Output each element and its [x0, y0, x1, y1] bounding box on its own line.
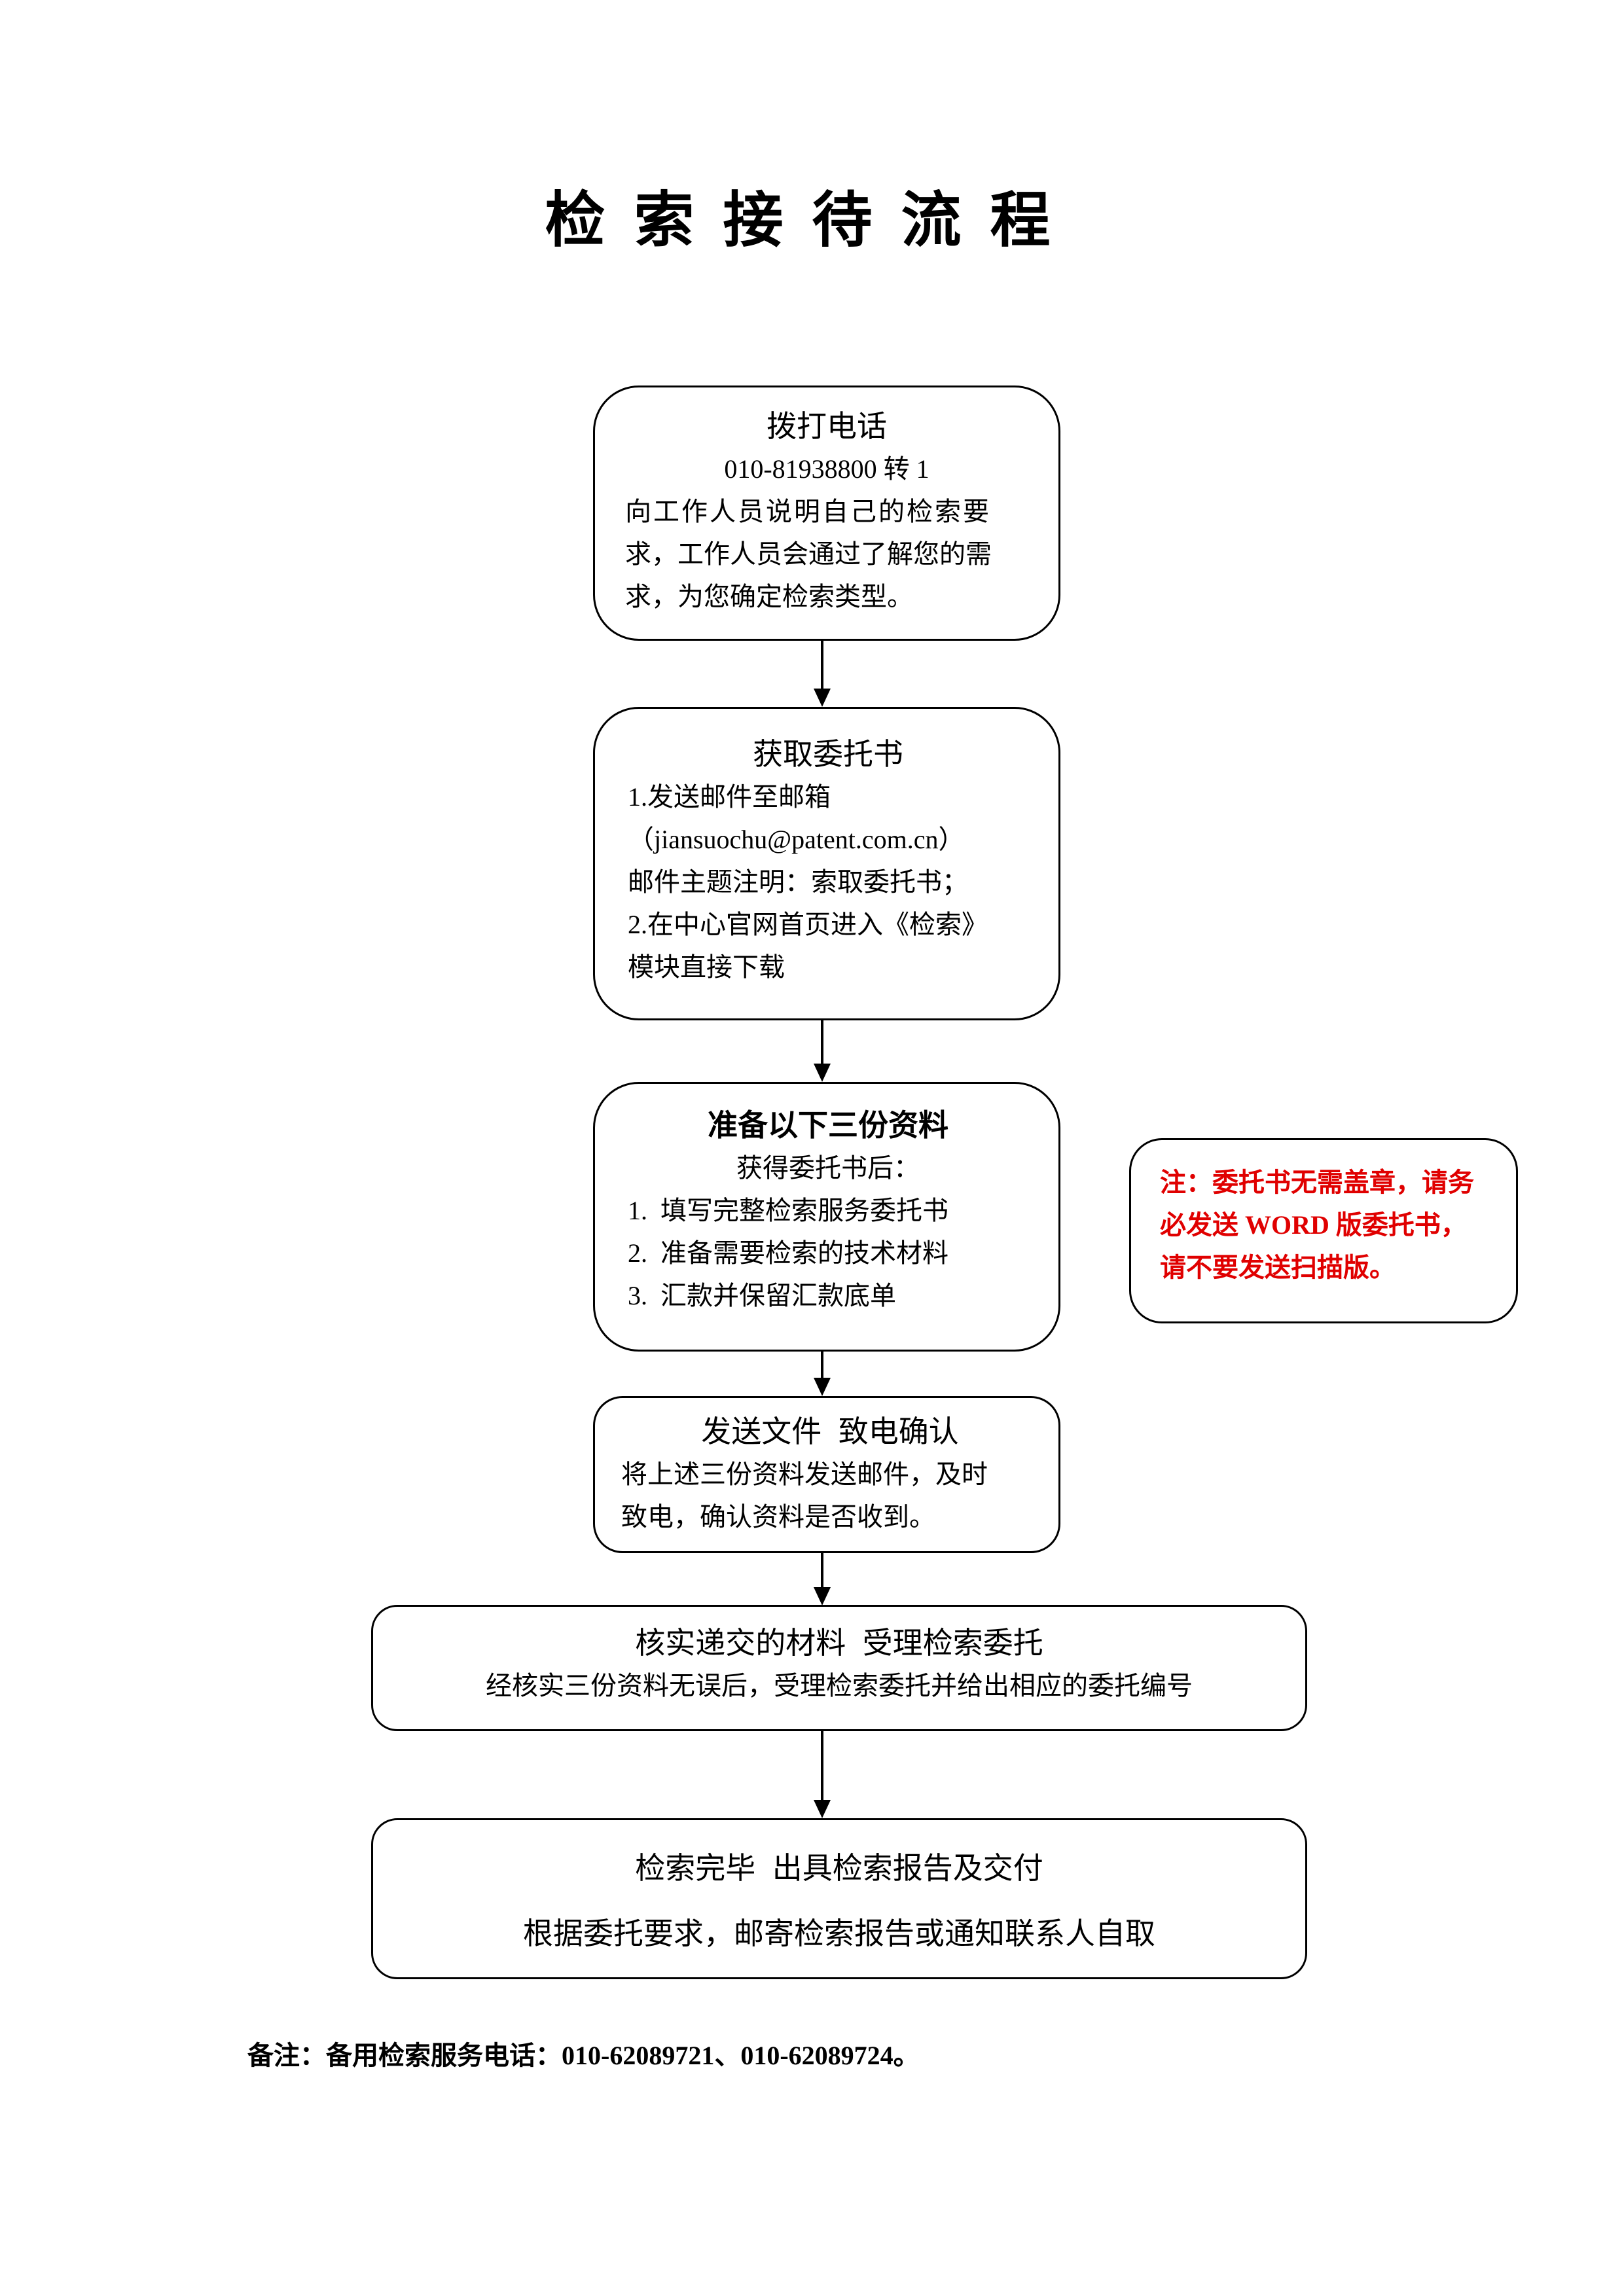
step-text: 模块直接下载 [628, 952, 785, 982]
arrow-line [821, 1020, 823, 1065]
step-phone: 010-81938800 转 1 [724, 454, 929, 484]
arrow-head-icon [814, 1587, 831, 1605]
step-get-form-box: 获取委托书 1.发送邮件至邮箱 （jiansuochu@patent.com.c… [593, 707, 1060, 1020]
arrow-line [821, 1731, 823, 1802]
step-text: 2.在中心官网首页进入《检索》 [628, 910, 988, 939]
step-text: 将上述三份资料发送邮件，及时 [621, 1460, 988, 1489]
arrow-head-icon [814, 1800, 831, 1818]
step-email: （jiansuochu@patent.com.cn） [628, 825, 965, 854]
step-text: 致电，确认资料是否收到。 [621, 1502, 935, 1532]
arrow-head-icon [814, 1064, 831, 1082]
step-verify-box: 核实递交的材料 受理检索委托 经核实三份资料无误后，受理检索委托并给出相应的委托… [371, 1605, 1307, 1731]
note-text: 请不要发送扫描版。 [1160, 1253, 1396, 1282]
arrow-line [821, 641, 823, 690]
footer-remark: 备注：备用检索服务电话：010-62089721、010-62089724。 [247, 2041, 920, 2070]
step-heading: 发送文件 致电确认 [701, 1414, 959, 1448]
arrow-head-icon [814, 689, 831, 707]
note-text: 必发送 WORD 版委托书， [1160, 1210, 1467, 1240]
arrow-line [821, 1553, 823, 1589]
step-text: 1.发送邮件至邮箱 [628, 782, 831, 812]
step-text: 求，为您确定检索类型。 [625, 582, 913, 611]
step-text: 1. 填写完整检索服务委托书 [628, 1196, 948, 1225]
arrow-head-icon [814, 1378, 831, 1396]
step-text: 获得委托书后： [736, 1153, 920, 1183]
step-heading: 核实递交的材料 受理检索委托 [635, 1626, 1043, 1660]
step-complete-box: 检索完毕 出具检索报告及交付 根据委托要求，邮寄检索报告或通知联系人自取 [371, 1818, 1307, 1979]
step-text: 2. 准备需要检索的技术材料 [628, 1238, 948, 1268]
arrow-line [821, 1352, 823, 1379]
step-heading: 获取委托书 [753, 737, 903, 771]
step-text: 3. 汇款并保留汇款底单 [628, 1281, 896, 1310]
step-text: 求，工作人员会通过了解您的需 [625, 539, 992, 569]
step-text: 邮件主题注明：索取委托书； [628, 867, 968, 897]
step-heading: 准备以下三份资料 [708, 1108, 948, 1142]
page-title: 检索接待流程 [545, 187, 1079, 254]
step-text: 根据委托要求，邮寄检索报告或通知联系人自取 [523, 1916, 1155, 1950]
note-text: 注：委托书无需盖章，请务 [1160, 1168, 1474, 1197]
step-heading: 拨打电话 [767, 409, 887, 443]
step-text: 向工作人员说明自己的检索要 [625, 497, 991, 526]
step-prepare-box: 准备以下三份资料 获得委托书后： 1. 填写完整检索服务委托书 2. 准备需要检… [593, 1082, 1060, 1352]
step-heading: 检索完毕 出具检索报告及交付 [635, 1851, 1043, 1885]
step-send-box: 发送文件 致电确认 将上述三份资料发送邮件，及时 致电，确认资料是否收到。 [593, 1396, 1060, 1553]
step-call-box: 拨打电话 010-81938800 转 1 向工作人员说明自己的检索要 求，工作… [593, 386, 1060, 641]
note-box: 注：委托书无需盖章，请务 必发送 WORD 版委托书， 请不要发送扫描版。 [1129, 1138, 1518, 1323]
step-text: 经核实三份资料无误后，受理检索委托并给出相应的委托编号 [486, 1671, 1193, 1700]
